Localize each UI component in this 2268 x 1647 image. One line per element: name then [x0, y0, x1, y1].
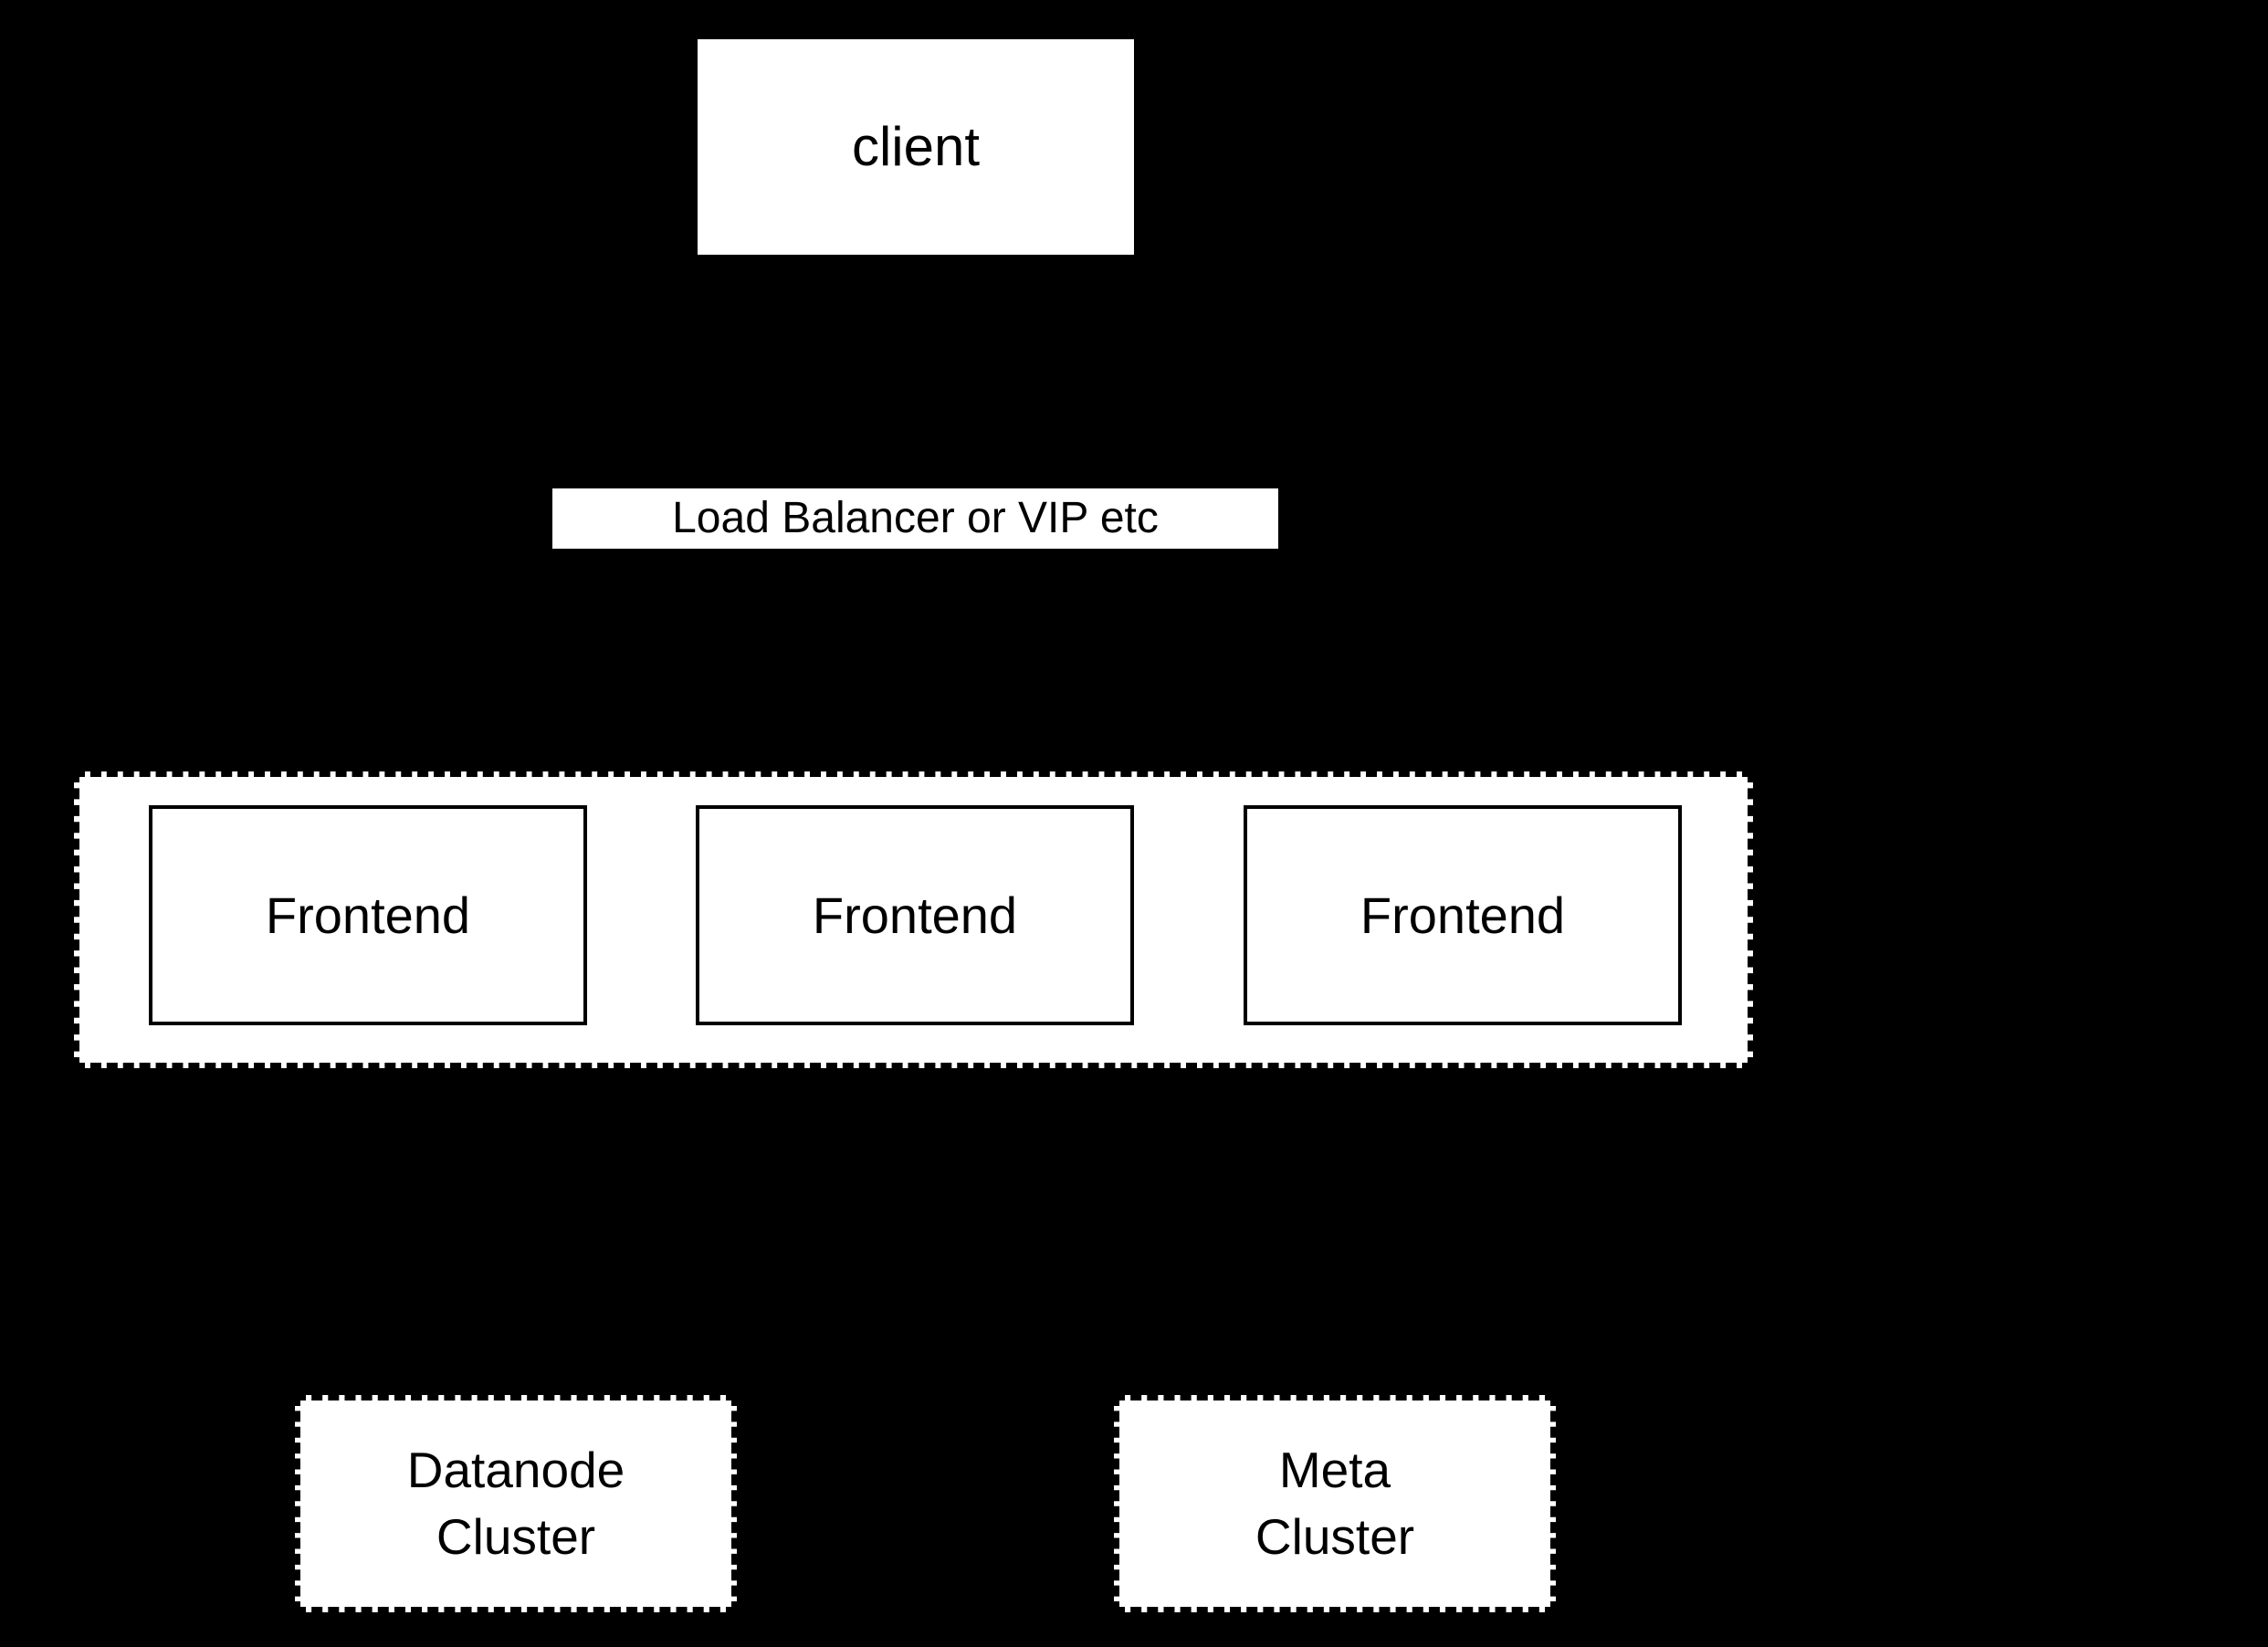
load-balancer-label: Load Balancer or VIP etc: [672, 494, 1159, 543]
client-label: client: [851, 116, 981, 178]
frontend-node-2: Frontend: [696, 805, 1134, 1025]
frontend-label-2: Frontend: [812, 886, 1018, 944]
load-balancer-node: Load Balancer or VIP etc: [552, 488, 1278, 549]
frontend-label-3: Frontend: [1360, 886, 1566, 944]
frontend-cluster-group: Frontend Frontend Frontend: [74, 771, 1753, 1068]
frontend-node-1: Frontend: [149, 805, 587, 1025]
meta-cluster-label: Meta Cluster: [1255, 1442, 1415, 1565]
datanode-cluster-label: Datanode Cluster: [406, 1442, 625, 1565]
client-node: client: [698, 39, 1134, 255]
frontend-node-3: Frontend: [1244, 805, 1682, 1025]
datanode-cluster-node: Datanode Cluster: [295, 1395, 737, 1612]
frontend-label-1: Frontend: [265, 886, 471, 944]
meta-cluster-node: Meta Cluster: [1114, 1395, 1556, 1612]
